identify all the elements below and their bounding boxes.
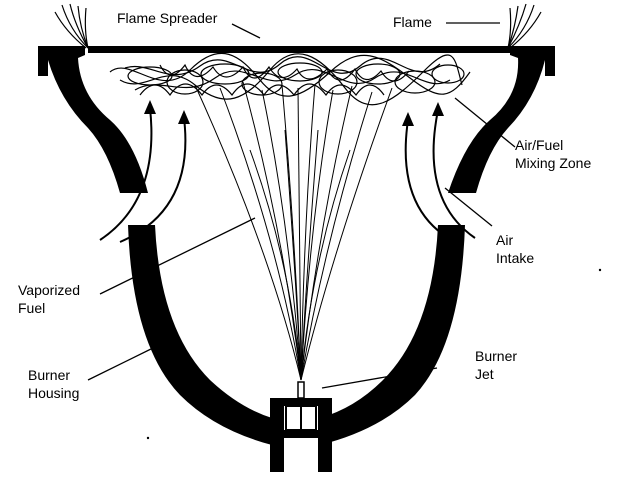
label-burner-jet: Burner Jet [475,348,518,382]
upper-housing-right [448,46,555,193]
air-intake-arrows [99,107,476,243]
label-burner-housing: Burner Housing [28,367,80,401]
flame-wisps-left [54,3,89,49]
label-flame-spreader: Flame Spreader [117,10,218,26]
stray-dot [598,268,602,272]
label-flame: Flame [393,14,432,30]
mixing-zone-swirl [109,52,471,106]
air-intake-arrowheads [144,100,444,126]
flame-wisps-right [507,3,542,49]
burner-jet-block [270,381,332,472]
flame-spreader-plate [88,46,514,53]
stray-dot [146,436,150,440]
label-mixing-zone: Air/Fuel Mixing Zone [515,137,592,171]
upper-housing-left [38,46,148,193]
lower-housing [128,225,272,445]
fuel-spray-lines [194,81,393,381]
label-air-intake: Air Intake [496,232,535,266]
leader-lines [87,22,516,389]
label-vaporized-fuel: Vaporized Fuel [18,282,81,316]
lower-housing-right [320,225,465,445]
